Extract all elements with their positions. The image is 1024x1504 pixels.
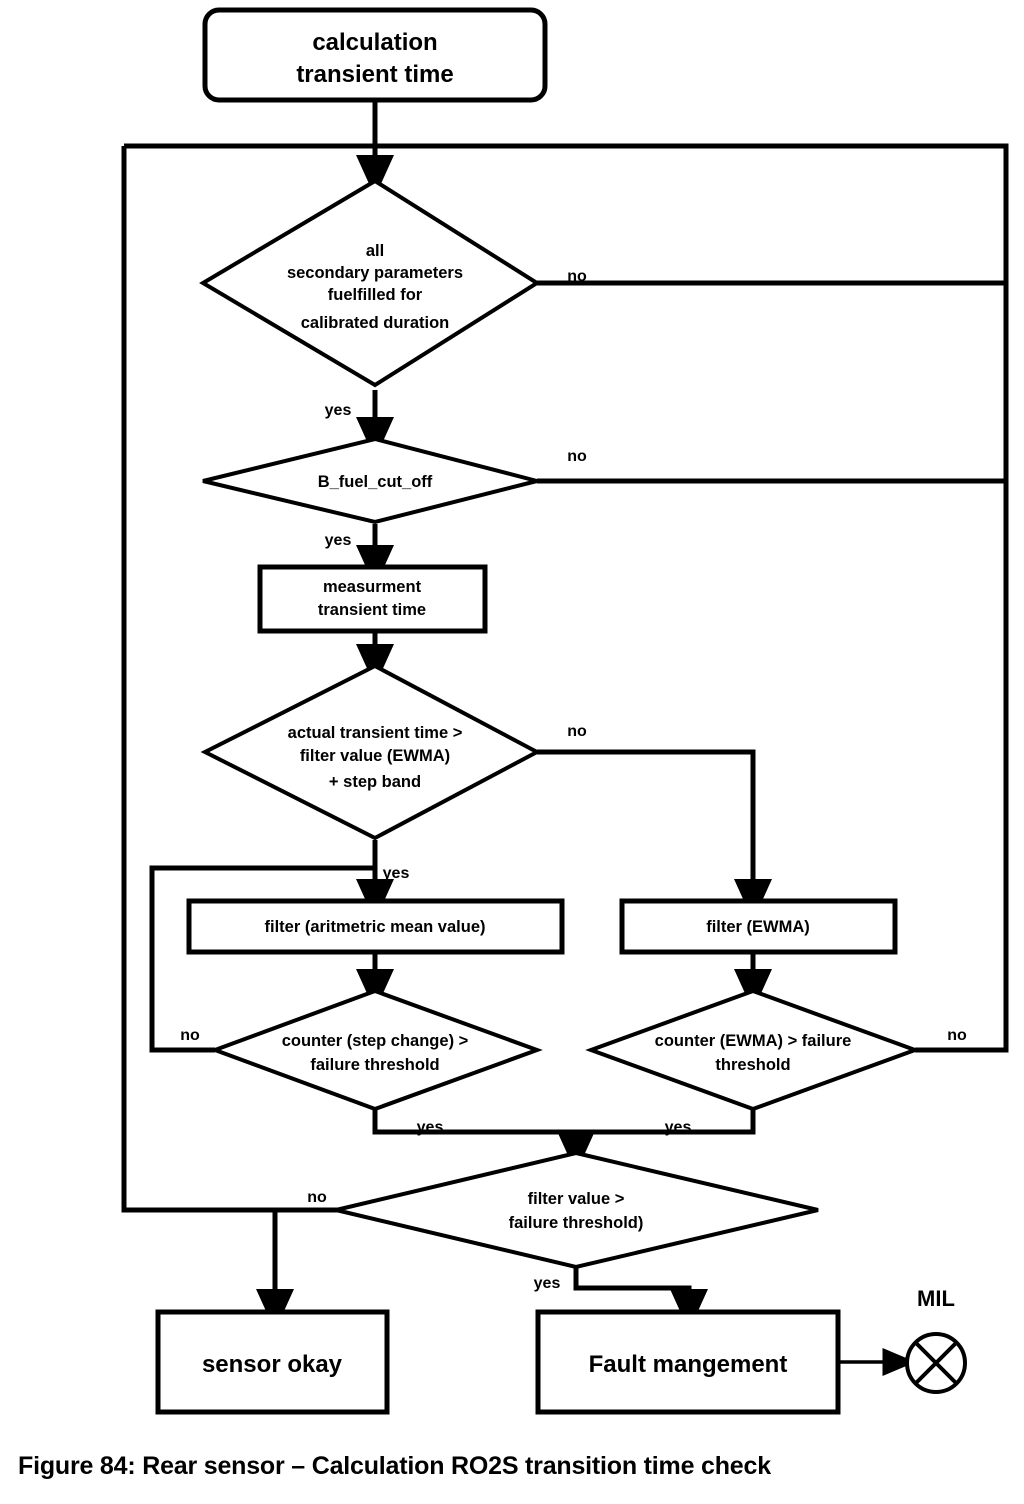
decision-filter-value-shape (335, 1150, 819, 1270)
label-counter-step-no: no (180, 1027, 200, 1044)
node-decision-fuel-cut-off[interactable]: B_fuel_cut_off (202, 436, 538, 525)
decision-counter-step-line2: failure threshold (310, 1056, 439, 1074)
process-filter-arithmetic-line1: filter (aritmetric mean value) (265, 918, 486, 936)
node-terminal-sensor-okay[interactable]: sensor okay (155, 1309, 390, 1415)
start-label-line1: calculation (312, 29, 437, 56)
decision-fuel-cut-off-shape (202, 436, 538, 525)
label-secondary-params-no: no (567, 268, 587, 285)
edge-counter-step-change-no (149, 865, 375, 1053)
label-fuel-cut-off-no: no (567, 448, 587, 465)
decision-secondary-params-line4: calibrated duration (301, 314, 450, 332)
node-decision-counter-step-change[interactable]: counter (step change) > failure threshol… (209, 988, 543, 1112)
mil-label: MIL (917, 1286, 955, 1311)
process-measurement-line2: transient time (318, 601, 426, 619)
start-label-line2: transient time (296, 61, 453, 88)
flowchart-canvas: calculation transient time all secondary… (121, 7, 1009, 1415)
label-transient-yes: yes (383, 865, 410, 882)
decision-transient-line1: actual transient time > (288, 724, 463, 742)
node-decision-transient-vs-filter[interactable]: actual transient time > filter value (EW… (200, 663, 542, 841)
terminal-sensor-okay-label: sensor okay (202, 1351, 343, 1378)
decision-counter-step-change-shape (209, 988, 543, 1112)
label-counter-step-yes: yes (417, 1119, 444, 1136)
decision-counter-ewma-line1: counter (EWMA) > failure (655, 1032, 852, 1050)
label-filter-value-yes: yes (534, 1275, 561, 1292)
decision-transient-line2: filter value (EWMA) (300, 747, 450, 765)
decision-counter-ewma-shape (585, 988, 921, 1112)
edge-counter-ewma-no (915, 481, 1009, 1053)
decision-secondary-params-shape (199, 178, 541, 388)
lamp-x-icon (905, 1332, 967, 1394)
node-decision-filter-value[interactable]: filter value > failure threshold) (335, 1150, 819, 1270)
node-decision-counter-ewma[interactable]: counter (EWMA) > failure threshold (585, 988, 921, 1112)
edge-transient-check-no (537, 749, 773, 922)
decision-counter-step-line1: counter (step change) > (282, 1032, 469, 1050)
mil-lamp-cross (914, 1341, 958, 1385)
decision-transient-vs-filter-shape (200, 663, 542, 841)
mil-indicator[interactable]: MIL (905, 1286, 967, 1394)
terminal-fault-management-shape (535, 1309, 841, 1415)
figure-caption: Figure 84: Rear sensor – Calculation RO2… (18, 1452, 771, 1480)
label-fuel-cut-off-yes: yes (325, 532, 352, 549)
edge-filter-value-yes (573, 1268, 709, 1332)
node-process-filter-arithmetic[interactable]: filter (aritmetric mean value) (186, 898, 565, 955)
decision-counter-ewma-line2: threshold (715, 1056, 790, 1074)
decision-secondary-params-line1: all (366, 242, 384, 260)
decision-secondary-params-line3: fuelfilled for (328, 286, 423, 304)
decision-filter-value-line2: failure threshold) (509, 1214, 644, 1232)
process-filter-ewma-line1: filter (EWMA) (706, 918, 810, 936)
decision-fuel-cut-off-line1: B_fuel_cut_off (318, 473, 433, 491)
decision-transient-line3: + step band (329, 773, 421, 791)
node-terminal-fault-management[interactable]: Fault mangement (535, 1309, 841, 1415)
label-counter-ewma-yes: yes (665, 1119, 692, 1136)
start-shape (202, 7, 548, 103)
decision-secondary-params-line2: secondary parameters (287, 264, 463, 282)
process-measurement-line1: measurment (323, 578, 422, 596)
node-start[interactable]: calculation transient time (202, 7, 548, 103)
label-transient-no: no (567, 723, 587, 740)
terminal-sensor-okay-shape (155, 1309, 390, 1415)
label-filter-value-no: no (307, 1189, 327, 1206)
label-counter-ewma-no: no (947, 1027, 967, 1044)
node-process-measurement[interactable]: measurment transient time (257, 564, 488, 634)
node-process-filter-ewma[interactable]: filter (EWMA) (619, 898, 898, 955)
node-decision-secondary-params[interactable]: all secondary parameters fuelfilled for … (199, 178, 541, 388)
process-filter-ewma-shape (619, 898, 898, 955)
process-measurement-shape (257, 564, 488, 634)
process-filter-arithmetic-shape (186, 898, 565, 955)
decision-filter-value-line1: filter value > (528, 1190, 625, 1208)
label-secondary-params-yes: yes (325, 402, 352, 419)
terminal-fault-management-label: Fault mangement (589, 1351, 788, 1378)
